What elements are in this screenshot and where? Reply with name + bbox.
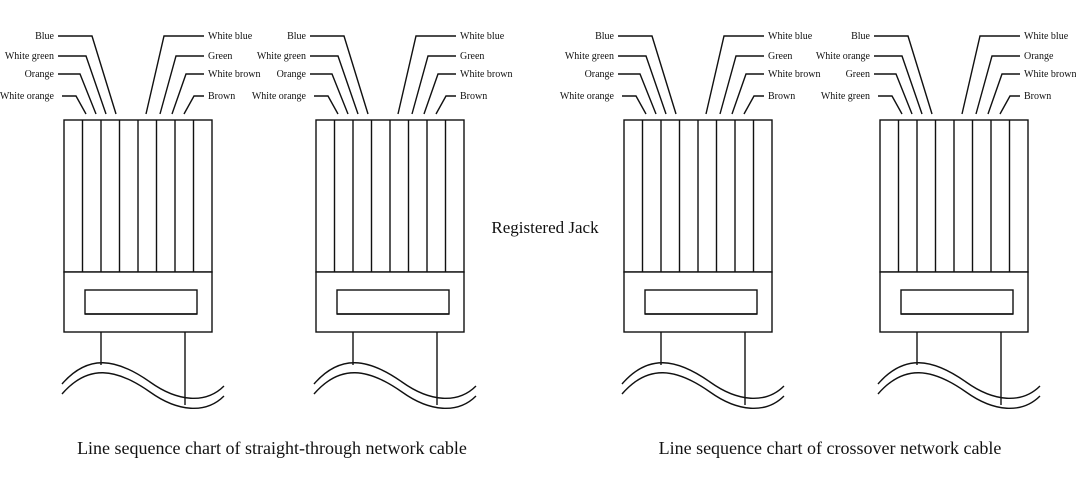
left-wire-label-0: Blue	[287, 31, 306, 42]
left-wire-leader	[874, 35, 933, 115]
left-wire-label-1: White green	[5, 51, 54, 62]
right-wire-leader	[731, 73, 764, 115]
left-wire-leader	[618, 55, 667, 115]
left-wire-leader	[310, 55, 359, 115]
left-wire-leader	[622, 95, 647, 115]
left-wire-leader	[878, 95, 903, 115]
left-wire-label-3: White orange	[252, 91, 307, 102]
right-wire-leader	[183, 95, 204, 115]
right-wire-label-2: White brown	[208, 69, 261, 80]
right-wire-leader	[171, 73, 204, 115]
jack-latch	[336, 289, 450, 315]
left-wire-leader	[58, 73, 97, 115]
left-wire-leader	[618, 35, 677, 115]
cable-wave-bottom	[313, 372, 477, 409]
right-wire-leader	[961, 35, 1020, 115]
jack-latch	[84, 289, 198, 315]
right-wire-leader	[145, 35, 204, 115]
right-wire-leader	[435, 95, 456, 115]
right-wire-leader	[719, 55, 764, 115]
left-wire-label-2: Orange	[585, 69, 615, 80]
right-wire-label-0: White blue	[208, 31, 253, 42]
left-wire-leader	[58, 55, 107, 115]
right-wire-label-3: Brown	[460, 91, 487, 102]
left-wire-label-3: White orange	[0, 91, 55, 102]
cable-wave-bottom	[621, 372, 785, 409]
left-wire-leader	[314, 95, 339, 115]
right-wire-label-1: Green	[768, 51, 792, 62]
right-wire-label-3: Brown	[768, 91, 795, 102]
left-wire-leader	[58, 35, 117, 115]
jack-latch	[644, 289, 758, 315]
right-wire-label-0: White blue	[460, 31, 505, 42]
right-wire-label-0: White blue	[1024, 31, 1069, 42]
right-wire-label-1: Orange	[1024, 51, 1054, 62]
right-wire-leader	[423, 73, 456, 115]
cable-wave-top	[621, 362, 785, 399]
left-wire-label-1: White green	[565, 51, 614, 62]
right-wire-label-0: White blue	[768, 31, 813, 42]
straight-through-caption: Line sequence chart of straight-through …	[77, 438, 467, 458]
cable-wave-bottom	[61, 372, 225, 409]
left-wire-leader	[310, 73, 349, 115]
left-wire-label-1: White orange	[816, 51, 871, 62]
left-wire-label-3: White orange	[560, 91, 615, 102]
left-wire-label-1: White green	[257, 51, 306, 62]
right-wire-label-2: White brown	[768, 69, 821, 80]
left-wire-label-0: Blue	[851, 31, 870, 42]
left-wire-leader	[62, 95, 87, 115]
left-wire-label-0: Blue	[595, 31, 614, 42]
right-wire-leader	[987, 73, 1020, 115]
right-wire-leader	[159, 55, 204, 115]
right-wire-leader	[705, 35, 764, 115]
cable-wave-bottom	[877, 372, 1041, 409]
right-wire-label-2: White brown	[1024, 69, 1076, 80]
left-wire-label-2: Orange	[277, 69, 307, 80]
right-wire-label-1: Green	[208, 51, 232, 62]
left-wire-leader	[310, 35, 369, 115]
right-wire-leader	[975, 55, 1020, 115]
cable-wave-top	[61, 362, 225, 399]
jack-latch	[900, 289, 1014, 315]
right-wire-label-3: Brown	[208, 91, 235, 102]
left-wire-label-2: Green	[846, 69, 870, 80]
right-wire-leader	[411, 55, 456, 115]
right-wire-leader	[999, 95, 1020, 115]
cable-wave-top	[877, 362, 1041, 399]
left-wire-label-0: Blue	[35, 31, 54, 42]
left-wire-label-2: Orange	[25, 69, 55, 80]
right-wire-leader	[397, 35, 456, 115]
registered-jack-label: Registered Jack	[491, 218, 599, 237]
left-wire-leader	[874, 55, 923, 115]
right-wire-label-3: Brown	[1024, 91, 1051, 102]
left-wire-leader	[874, 73, 913, 115]
right-wire-label-1: Green	[460, 51, 484, 62]
right-wire-leader	[743, 95, 764, 115]
crossover-caption: Line sequence chart of crossover network…	[659, 438, 1002, 458]
cable-wave-top	[313, 362, 477, 399]
left-wire-label-3: White green	[821, 91, 870, 102]
left-wire-leader	[618, 73, 657, 115]
right-wire-label-2: White brown	[460, 69, 513, 80]
